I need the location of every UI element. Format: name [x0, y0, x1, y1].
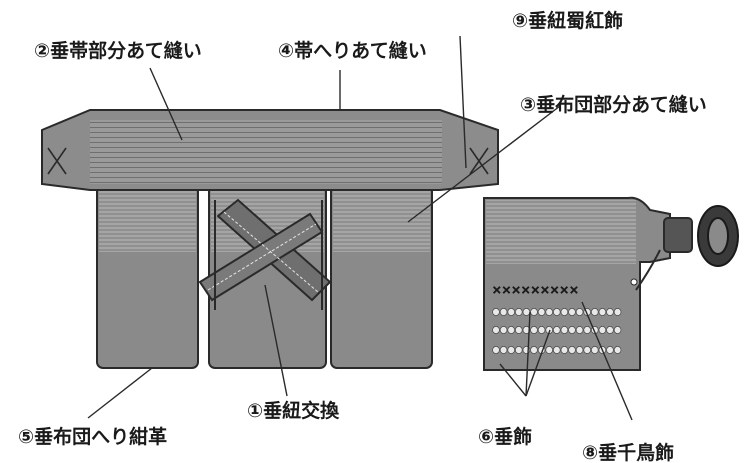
bead — [598, 308, 607, 316]
bead — [499, 346, 508, 354]
label-tare-futon-edge-leather: ⑤垂布団へり紺革 — [18, 426, 168, 448]
bead — [507, 308, 515, 316]
tare-obi-band — [41, 109, 499, 191]
label-tare-decoration: ⑥垂飾 — [478, 426, 533, 448]
bead — [613, 308, 622, 316]
bead — [553, 346, 561, 354]
bead — [553, 308, 561, 316]
bead — [591, 308, 599, 316]
bead — [530, 326, 538, 334]
bead — [560, 346, 569, 354]
cord-knot-icon — [630, 205, 739, 291]
bead — [515, 308, 523, 316]
bead — [583, 326, 591, 334]
leader-lines — [87, 35, 633, 421]
label-tare-himo-swap: ①垂紐交換 — [247, 400, 340, 422]
bead — [575, 326, 584, 334]
bead — [515, 346, 523, 354]
x-mark-icon — [469, 147, 489, 175]
bead — [537, 326, 546, 334]
bead — [606, 308, 614, 316]
label-tare-futon-patch: ③垂布団部分あて縫い — [520, 94, 707, 116]
label-tare-chidori-decoration: ⑧垂千鳥飾 — [582, 442, 675, 463]
label-tare-obi-patch: ②垂帯部分あて縫い — [34, 40, 202, 62]
bead — [499, 308, 508, 316]
tare-flap-left — [96, 179, 199, 369]
bead — [530, 346, 538, 354]
bead — [568, 346, 576, 354]
tare-front-view — [41, 109, 499, 369]
bead — [553, 326, 561, 334]
bead — [507, 326, 515, 334]
bead — [583, 346, 591, 354]
bead — [606, 326, 614, 334]
x-stitch-row: ××××××××× — [492, 280, 579, 299]
bead — [598, 326, 607, 334]
bead — [560, 326, 569, 334]
bead — [613, 346, 622, 354]
bead — [575, 308, 584, 316]
bead — [575, 346, 584, 354]
x-mark-icon — [47, 147, 67, 175]
bead — [545, 346, 553, 354]
bead — [568, 326, 576, 334]
bead — [507, 346, 515, 354]
bead — [568, 308, 576, 316]
label-tare-himo-shoku-decoration: ⑨垂紐蜀紅飾 — [512, 10, 624, 32]
bead — [492, 326, 500, 334]
bead — [545, 308, 553, 316]
bead — [560, 308, 569, 316]
label-obi-edge-patch: ④帯へりあて縫い — [278, 40, 427, 62]
bead — [522, 308, 531, 316]
bead — [591, 346, 599, 354]
tare-detail-view: ××××××××× — [483, 196, 739, 371]
bead — [530, 308, 538, 316]
tare-flap-right — [330, 179, 433, 369]
bead-rows — [492, 308, 622, 354]
bead — [613, 326, 622, 334]
bead — [492, 346, 500, 354]
crossed-himo — [198, 198, 332, 310]
bead — [606, 346, 614, 354]
bead — [515, 326, 523, 334]
bead — [492, 308, 500, 316]
bead — [537, 308, 546, 316]
bead — [499, 326, 508, 334]
